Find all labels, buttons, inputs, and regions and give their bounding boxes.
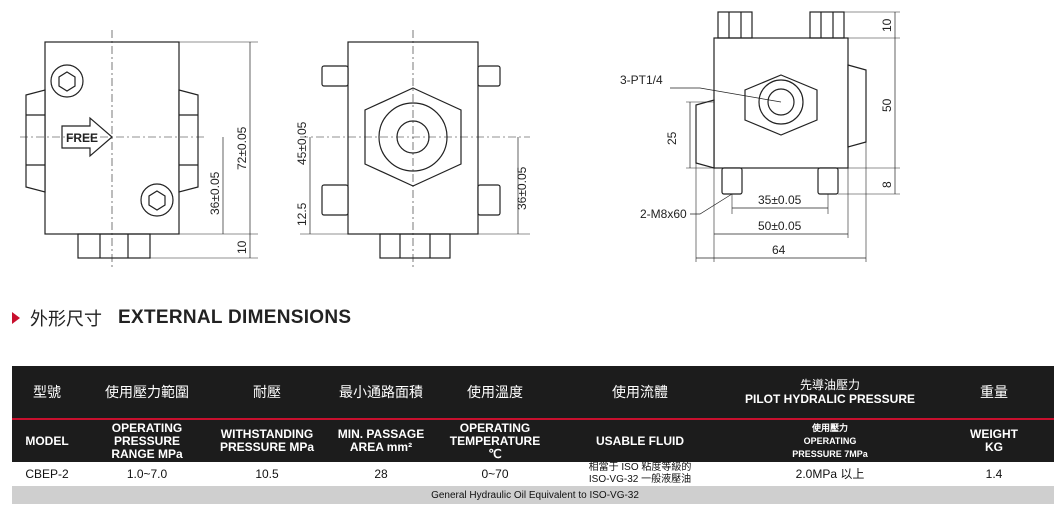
- left-dim-72: 72±0.05: [235, 126, 249, 170]
- hdr-en-temperature-1: OPERATING: [459, 420, 531, 435]
- middle-dim-45: 45±0.05: [295, 121, 309, 165]
- hdr-en-weight: WEIGHT KG: [930, 418, 1054, 462]
- hdr-en-pilot-3: PRESSURE 7MPa: [792, 448, 868, 459]
- hdr-zh-passage: 最小通路面積: [322, 366, 440, 419]
- cell-fluid-2: ISO-VG-32 一般液壓油: [588, 474, 692, 485]
- cell-fluid: 相當于 ISO 粘度等級的 ISO-VG-32 一般液壓油: [550, 462, 730, 486]
- cell-pressure-range: 1.0~7.0: [82, 462, 212, 486]
- right-note-m8: 2-M8x60: [640, 207, 687, 221]
- right-dim-10: 10: [880, 18, 894, 32]
- hdr-en-temperature: OPERATING TEMPERATURE ℃: [440, 418, 550, 462]
- pilot-title-en: PILOT HYDRALIC PRESSURE: [744, 392, 915, 406]
- cell-pilot: 2.0MPa 以上: [730, 462, 930, 486]
- right-dim-35: 35±0.05: [758, 193, 802, 207]
- left-view: [20, 30, 258, 270]
- right-dim-8: 8: [880, 181, 894, 188]
- hdr-en-passage-2: AREA mm²: [349, 440, 413, 454]
- hdr-en-withstanding-2: PRESSURE MPa: [219, 440, 315, 454]
- right-dim-50h: 50±0.05: [758, 219, 802, 233]
- hdr-en-pressure-1: OPERATING PRESSURE: [111, 420, 183, 448]
- hdr-zh-withstanding: 耐壓: [212, 366, 322, 419]
- middle-dim-12-5: 12.5: [295, 202, 309, 226]
- cell-weight: 1.4: [930, 462, 1054, 486]
- technical-drawings: FREE 72±0.05 36±0.05 10 45±0.05 12.5 36±…: [20, 11, 900, 270]
- hdr-en-passage: MIN. PASSAGE AREA mm²: [322, 418, 440, 462]
- cell-model: CBEP-2: [12, 462, 82, 486]
- hdr-en-withstanding: WITHSTANDING PRESSURE MPa: [212, 418, 322, 462]
- hdr-zh-weight: 重量: [930, 366, 1054, 419]
- hdr-en-temperature-2: TEMPERATURE ℃: [449, 433, 541, 461]
- middle-view: [300, 30, 530, 270]
- hdr-en-withstanding-1: WITHSTANDING: [220, 427, 314, 441]
- hdr-zh-pressure: 使用壓力範圍: [82, 366, 212, 419]
- middle-dim-36: 36±0.05: [515, 166, 529, 210]
- cell-fluid-1: 相當于 ISO 粘度等級的: [588, 462, 692, 473]
- note-row: General Hydraulic Oil Equivalent to ISO-…: [12, 486, 1054, 504]
- hdr-zh-model: 型號: [12, 366, 82, 419]
- spec-table: 型號 使用壓力範圍 耐壓 最小通路面積 使用溫度 使用流體 先導油壓力 PILO…: [12, 366, 1054, 504]
- left-dim-10: 10: [235, 240, 249, 254]
- cell-temperature: 0~70: [440, 462, 550, 486]
- section-title-zh: 外形尺寸: [30, 309, 102, 329]
- hdr-zh-temperature: 使用溫度: [440, 366, 550, 419]
- pilot-title-zh: 先導油壓力: [799, 378, 860, 392]
- header-row-en: MODEL OPERATING PRESSURE RANGE MPa WITHS…: [12, 418, 1054, 462]
- hdr-en-model: MODEL: [12, 418, 82, 462]
- cell-withstanding: 10.5: [212, 462, 322, 486]
- hdr-en-weight-2: KG: [985, 440, 1003, 454]
- right-dim-64: 64: [772, 243, 786, 257]
- section-title-en: EXTERNAL DIMENSIONS: [118, 307, 352, 328]
- hdr-en-pilot-1: 使用壓力: [811, 422, 848, 433]
- right-view: [670, 11, 900, 262]
- right-note-pt: 3-PT1/4: [620, 73, 663, 87]
- hdr-en-pressure-2: RANGE MPa: [111, 446, 183, 461]
- free-label: FREE: [66, 131, 98, 145]
- hdr-en-pilot-2: OPERATING: [803, 435, 857, 446]
- note-cell: General Hydraulic Oil Equivalent to ISO-…: [12, 486, 1054, 504]
- section-heading: 外形尺寸 EXTERNAL DIMENSIONS: [12, 305, 351, 331]
- hdr-zh-fluid: 使用流體: [550, 366, 730, 419]
- triangle-bullet-icon: [12, 312, 20, 324]
- hdr-en-weight-1: WEIGHT: [970, 427, 1018, 441]
- hdr-en-pilot: 使用壓力 OPERATING PRESSURE 7MPa: [730, 418, 930, 462]
- right-dim-25: 25: [665, 131, 679, 145]
- cell-passage-area: 28: [322, 462, 440, 486]
- hdr-en-passage-1: MIN. PASSAGE: [337, 427, 425, 441]
- hdr-en-fluid: USABLE FLUID: [550, 418, 730, 462]
- hdr-en-pressure: OPERATING PRESSURE RANGE MPa: [82, 418, 212, 462]
- hdr-zh-pilot: 先導油壓力 PILOT HYDRALIC PRESSURE: [730, 366, 930, 419]
- header-row-zh: 型號 使用壓力範圍 耐壓 最小通路面積 使用溫度 使用流體 先導油壓力 PILO…: [12, 366, 1054, 419]
- right-dim-50v: 50: [880, 98, 894, 112]
- table-row: CBEP-2 1.0~7.0 10.5 28 0~70 相當于 ISO 粘度等級…: [12, 462, 1054, 486]
- left-dim-36: 36±0.05: [208, 171, 222, 215]
